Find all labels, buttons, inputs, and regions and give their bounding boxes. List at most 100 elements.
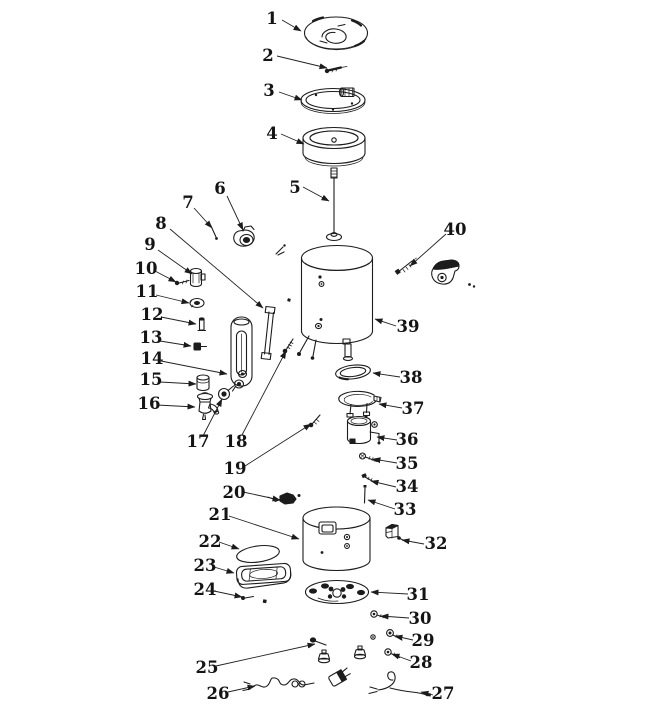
- callout-14: 14: [141, 349, 164, 368]
- callout-19: 19: [224, 459, 247, 478]
- part-sleeve-drawing: [197, 317, 207, 332]
- part-gasket-drawing: [335, 364, 371, 381]
- callout-15: 15: [140, 370, 163, 389]
- callout-2: 2: [262, 46, 273, 65]
- leader-9: [157, 249, 193, 275]
- part-bottom-plate-drawing: [304, 579, 370, 605]
- callout-12: 12: [141, 305, 164, 324]
- leader-11: [155, 294, 190, 305]
- leader-3: [278, 91, 303, 101]
- leader-8: [169, 228, 264, 309]
- part-base-housing-drawing: [302, 506, 371, 572]
- part-tube-drawing: [260, 305, 276, 361]
- part-screw40-drawing: [394, 257, 417, 275]
- part-terminal29-drawing: [370, 629, 403, 641]
- callout-25: 25: [196, 658, 219, 677]
- callout-35: 35: [396, 454, 419, 473]
- callout-8: 8: [155, 214, 166, 233]
- callout-28: 28: [410, 653, 433, 672]
- part-mesh-plate-drawing: [236, 544, 280, 564]
- callout-20: 20: [223, 483, 246, 502]
- callout-37: 37: [402, 399, 425, 418]
- callout-27: 27: [432, 684, 455, 703]
- leader-39: [374, 318, 397, 327]
- leader-12: [160, 316, 197, 326]
- callout-36: 36: [396, 430, 419, 449]
- part-screw18-drawing: [282, 338, 294, 354]
- part-pin33-drawing: [363, 485, 367, 504]
- callout-32: 32: [425, 534, 448, 553]
- part-drawings: [174, 16, 476, 697]
- part-screw10-drawing: [174, 279, 190, 286]
- leader-37: [378, 402, 403, 409]
- callout-21: 21: [209, 505, 232, 524]
- part-power-cord-drawing: [242, 667, 351, 692]
- part-wire-harness-drawing: [368, 671, 432, 697]
- leader-32: [401, 538, 425, 545]
- part-center-rod-drawing: [325, 167, 343, 242]
- part-filter-band-drawing: [302, 126, 366, 167]
- leader-18: [241, 350, 287, 436]
- part-knob-drawing: [217, 385, 235, 401]
- part-tap-drawing: [196, 392, 220, 421]
- callout-26: 26: [207, 684, 230, 703]
- leader-15: [159, 380, 197, 387]
- callout-1: 1: [266, 9, 277, 28]
- leader-14: [160, 360, 228, 376]
- leader-13: [159, 340, 192, 348]
- leader-4: [280, 133, 305, 145]
- leader-21: [228, 515, 300, 540]
- leader-30: [380, 613, 410, 620]
- leader-26: [227, 684, 256, 693]
- callout-5: 5: [289, 178, 300, 197]
- leader-16: [156, 403, 196, 410]
- callout-31: 31: [407, 585, 430, 604]
- leader-40: [409, 233, 447, 267]
- part-screw19-drawing: [308, 414, 321, 428]
- part-heating-ring-drawing: [338, 390, 382, 418]
- part-sight-gauge-drawing: [230, 316, 253, 392]
- part-screw34-drawing: [361, 473, 375, 483]
- part-connector-drawing: [267, 492, 301, 505]
- part-drip-tray-drawing: [235, 562, 292, 589]
- callout-labels: 1 2 3 4 5 6 7 8 9 10 11 12 13 14 15 16 1…: [135, 9, 467, 703]
- part-pin-drawing: [207, 222, 218, 240]
- leader-5: [302, 186, 330, 202]
- part-misc-bits-drawing: [275, 244, 476, 302]
- callout-7: 7: [182, 193, 193, 212]
- leader-1: [281, 19, 302, 32]
- part-tank-drawing: [297, 244, 374, 362]
- leader-17: [202, 398, 223, 437]
- part-screw35-drawing: [358, 452, 378, 463]
- callout-22: 22: [199, 532, 222, 551]
- leader-23: [213, 566, 235, 574]
- callout-30: 30: [409, 609, 432, 628]
- callout-40: 40: [444, 220, 467, 239]
- leader-29: [394, 634, 414, 641]
- part-lid-drawing: [303, 16, 369, 51]
- callout-4: 4: [266, 124, 277, 143]
- callout-3: 3: [263, 81, 274, 100]
- leader-20: [242, 491, 281, 502]
- part-handle-bracket-drawing: [431, 259, 460, 285]
- callout-17: 17: [187, 432, 210, 451]
- callout-16: 16: [138, 394, 161, 413]
- part-lid-ring-drawing: [300, 87, 366, 114]
- part-cup15-drawing: [196, 374, 210, 392]
- callout-9: 9: [144, 235, 155, 254]
- leader-36: [376, 435, 398, 442]
- leader-38: [372, 371, 401, 378]
- leader-2: [276, 55, 328, 70]
- leader-25: [215, 642, 316, 667]
- part-fitting-drawing: [189, 267, 206, 288]
- callout-11: 11: [136, 282, 159, 301]
- callout-39: 39: [397, 317, 420, 336]
- part-switch-drawing: [385, 523, 408, 543]
- part-bracket-drawing: [233, 225, 255, 247]
- leader-19: [244, 423, 312, 467]
- callout-29: 29: [412, 631, 435, 650]
- callout-34: 34: [396, 477, 419, 496]
- leader-35: [372, 457, 398, 464]
